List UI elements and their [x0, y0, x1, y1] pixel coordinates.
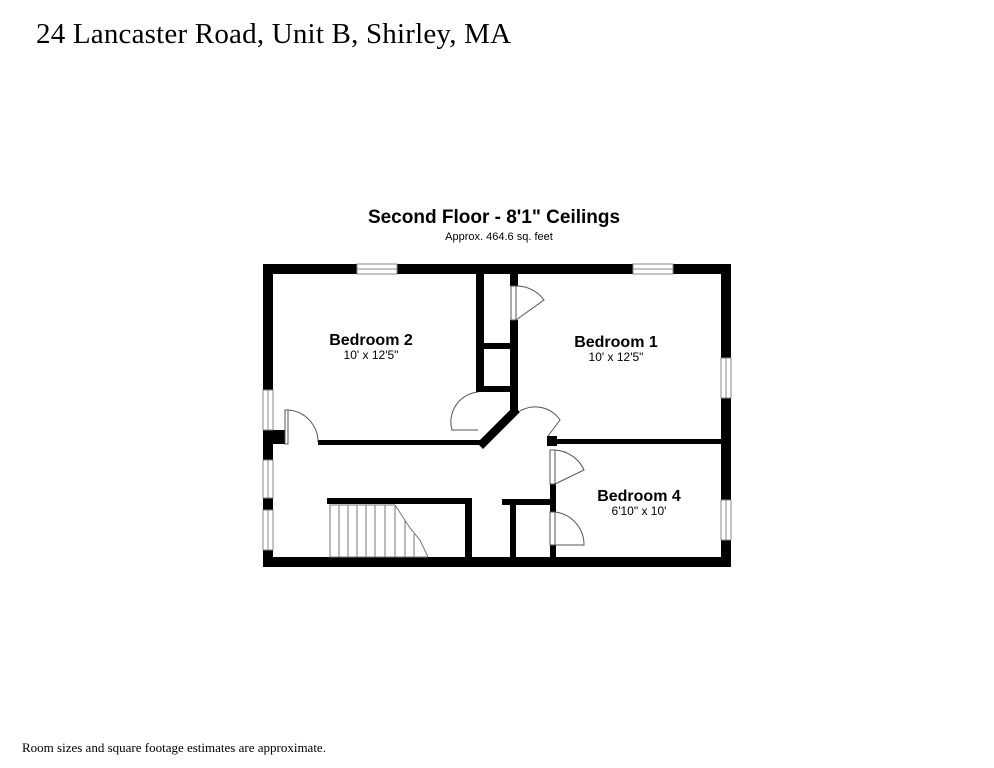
door-bedroom4-upper: [549, 449, 585, 485]
door-bedroom2: [284, 409, 319, 445]
door-hall-closet: [450, 391, 479, 431]
property-address: 24 Lancaster Road, Unit B, Shirley, MA: [36, 18, 512, 50]
window-bedroom2-left: [262, 389, 274, 431]
interior-walls: [273, 274, 721, 557]
room-bedroom-2: Bedroom 2 10' x 12'5": [329, 332, 413, 362]
window-bedroom1-right: [720, 357, 732, 399]
door-closet-bedroom1: [510, 285, 545, 321]
room-bedroom-4: Bedroom 4 6'10" x 10': [597, 488, 681, 518]
staircase: [329, 504, 429, 558]
windows: [262, 263, 732, 551]
window-bedroom1-top: [632, 263, 674, 275]
window-bedroom2-top: [356, 263, 398, 275]
doors: [284, 285, 585, 546]
door-bedroom1: [519, 406, 561, 437]
room-dimensions: 10' x 12'5": [589, 350, 644, 364]
floor-area: Approx. 464.6 sq. feet: [445, 231, 553, 243]
room-bedroom-1: Bedroom 1 10' x 12'5": [574, 334, 658, 364]
door-bedroom4-lower: [549, 511, 585, 546]
window-hall-left-1: [262, 459, 274, 499]
window-bedroom4-right: [720, 499, 732, 541]
room-name: Bedroom 2: [329, 332, 413, 349]
exterior-walls: [263, 264, 731, 567]
room-dimensions: 10' x 12'5": [344, 348, 399, 362]
room-name: Bedroom 1: [574, 334, 658, 351]
window-hall-left-2: [262, 509, 274, 551]
room-dimensions: 6'10" x 10': [612, 504, 667, 518]
floor-title: Second Floor - 8'1" Ceilings: [367, 207, 621, 228]
footnote: Room sizes and square footage estimates …: [22, 740, 326, 755]
room-name: Bedroom 4: [597, 488, 681, 505]
